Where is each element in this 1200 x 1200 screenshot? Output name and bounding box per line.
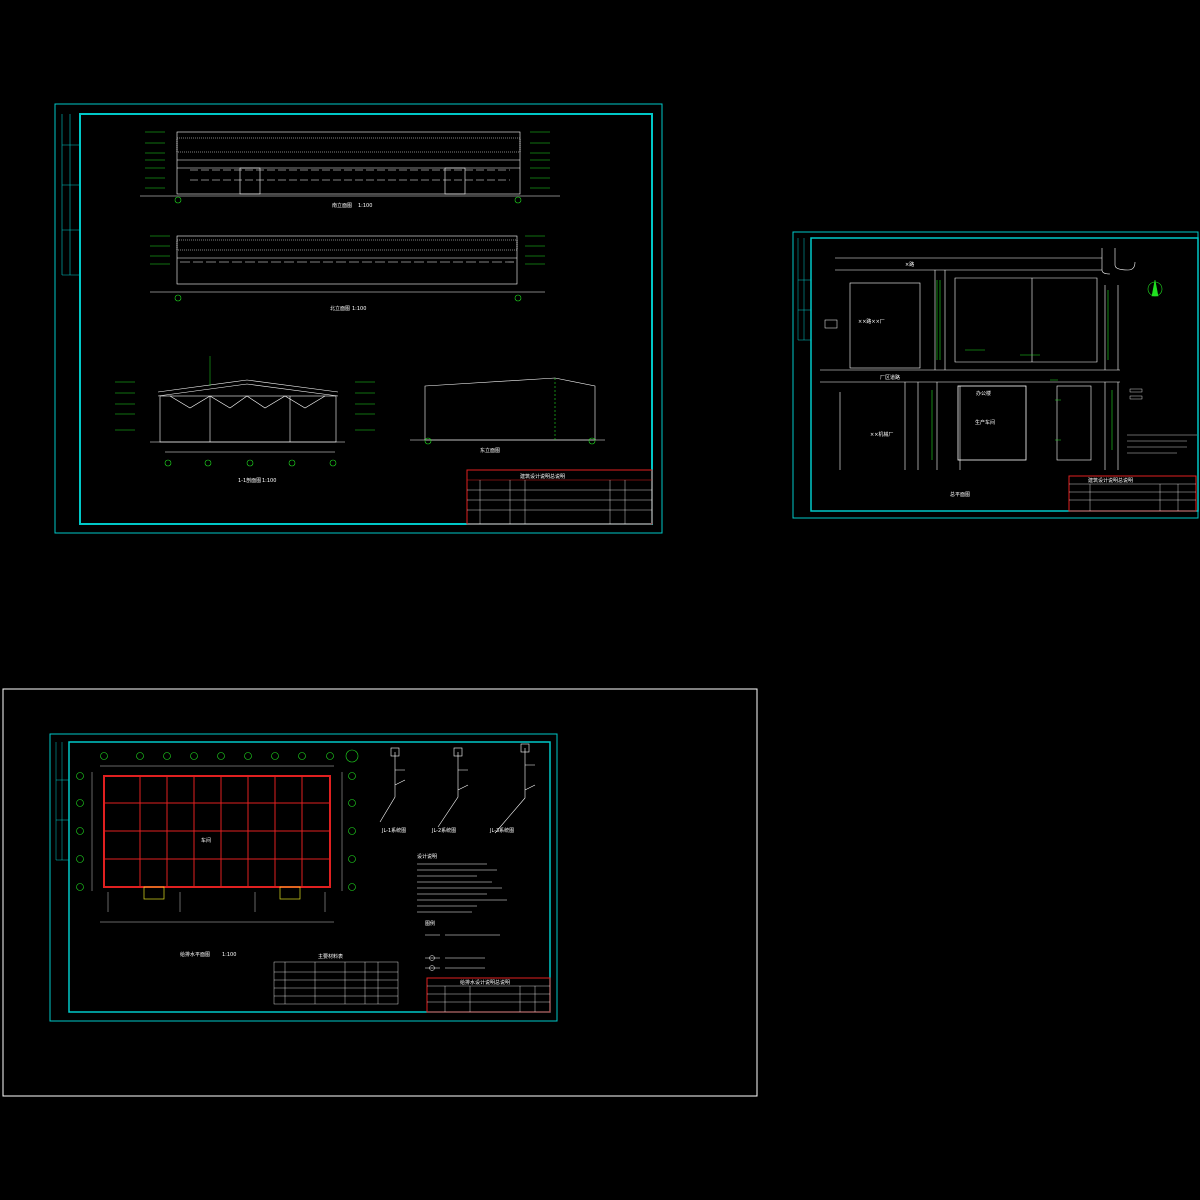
site-road-label-mid: 厂区道路 — [880, 374, 900, 381]
front-elevation-title: 南立面图 — [332, 202, 352, 209]
plumbing-materials-title: 主要材料表 — [318, 953, 343, 960]
sheet-outer-frame — [54, 103, 663, 534]
site-building-office: 办公楼 — [976, 390, 991, 397]
plumbing-system-2: JL-2系统图 — [431, 827, 456, 834]
back-elevation-title: 北立面图 — [330, 305, 350, 312]
site-plan-title: 总平面图 — [950, 491, 970, 498]
site-roads — [820, 248, 1136, 470]
plumbing-system-1: JL-1系统图 — [381, 827, 406, 834]
section-scale: 1:100 — [262, 478, 276, 484]
front-elevation-scale: 1:100 — [358, 203, 372, 209]
section-title: 1-1剖面图 — [238, 477, 261, 484]
plumbing-fixtures — [143, 886, 301, 900]
plumbing-title-block-header: 给排水设计说明总说明 — [460, 979, 510, 986]
site-building-main: 生产车间 — [975, 419, 995, 426]
front-elevation-levels — [145, 131, 550, 189]
plumbing-sheet-frame — [49, 733, 558, 1022]
title-block-elevations: 建筑设计说明总说明 — [466, 469, 653, 525]
north-arrow-icon — [345, 749, 359, 763]
plumbing-grid-plan — [103, 775, 331, 888]
site-road-label-top: ×路 — [905, 261, 914, 268]
binding-strip — [61, 114, 80, 276]
site-binding-strip — [797, 238, 811, 341]
plumbing-systems — [379, 743, 536, 834]
front-elevation — [140, 131, 560, 204]
sheet-inner-frame — [79, 113, 653, 525]
title-block-site: 建筑设计说明总说明 — [1068, 475, 1197, 512]
side-elevation-title: 东立面图 — [480, 447, 500, 454]
plumbing-plan-scale: 1:100 — [222, 952, 236, 958]
plumbing-notes-lines — [417, 863, 507, 913]
sheet-elevations[interactable]: 南立面图 1:100 北立面图 1:100 — [54, 103, 663, 534]
site-inner-frame — [810, 237, 1199, 512]
plumbing-dimensions — [91, 765, 343, 923]
site-blocks — [839, 277, 1098, 470]
site-green-trees — [931, 279, 1163, 460]
plumbing-binding-strip — [55, 742, 69, 861]
back-elevation-scale: 1:100 — [352, 306, 366, 312]
plumbing-materials-table — [273, 961, 399, 1005]
site-legend — [1127, 388, 1197, 454]
title-block-plumbing: 给排水设计说明总说明 — [426, 977, 551, 1013]
plumbing-outer-border — [2, 688, 758, 1097]
section-1-1 — [150, 379, 345, 467]
site-neighbor-north: ××路××厂 — [858, 318, 885, 325]
plumbing-legend-title: 图例 — [425, 920, 435, 927]
sheet-site-plan[interactable]: ××路××厂 ××机械厂 生产车间 办公楼 ×路 厂区道路 总平面图 建筑设计说… — [792, 231, 1199, 519]
sheet-plumbing[interactable]: 车间 给排水平面图 1:100 JL-1系统图 JL-2系统图 JL-3系统图 … — [2, 688, 758, 1097]
plumbing-plan-title: 给排水平面图 — [180, 951, 210, 958]
plumbing-inner-frame — [68, 741, 551, 1013]
plumbing-room-label: 车间 — [201, 837, 211, 844]
back-elevation-levels — [150, 235, 545, 265]
title-block-header: 建筑设计说明总说明 — [520, 473, 565, 480]
plumbing-notes-title: 设计说明 — [417, 853, 437, 860]
site-title-block-header: 建筑设计说明总说明 — [1088, 477, 1133, 484]
site-outer-frame — [792, 231, 1199, 519]
plumbing-system-3: JL-3系统图 — [489, 827, 514, 834]
back-elevation — [150, 235, 545, 302]
plumbing-legend-lines — [425, 934, 500, 971]
site-neighbor-south: ××机械厂 — [870, 431, 893, 438]
plumbing-axis-bubbles — [76, 749, 359, 891]
section-levels — [115, 356, 375, 431]
side-elevation — [410, 377, 605, 445]
